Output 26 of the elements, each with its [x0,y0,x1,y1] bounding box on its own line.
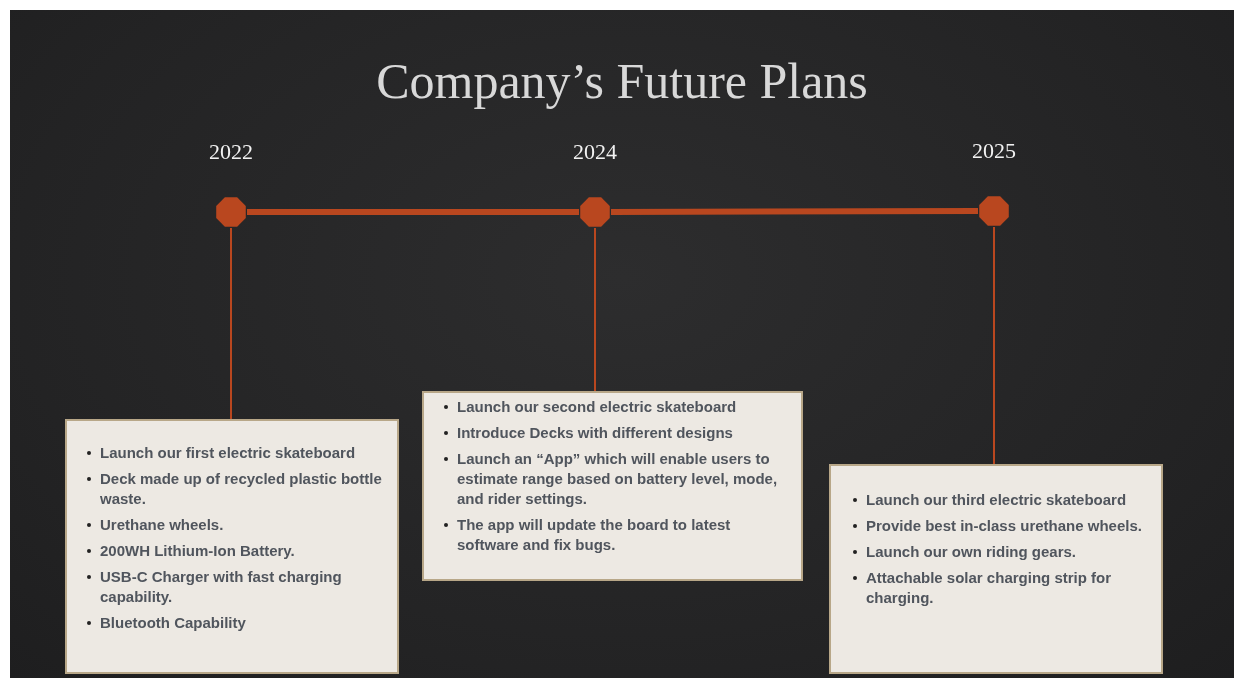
bullet-item: 200WH Lithium-Ion Battery. [85,541,383,561]
connector-line [230,227,232,420]
year-label: 2022 [209,139,253,165]
connector-line [594,227,596,392]
year-label: 2025 [972,138,1016,164]
bullet-item: Introduce Decks with different designs [442,423,787,443]
bullet-item: Launch our third electric skateboard [851,490,1151,510]
bullet-item: Provide best in-class urethane wheels. [851,516,1151,536]
bullet-item: Launch our second electric skateboard [442,397,787,417]
bullet-item: Attachable solar charging strip for charging. [851,568,1151,608]
timeline-bar [247,209,579,215]
bullet-item: Launch an “App” which will enable users to estimate range based on battery level, mode, and rider settings. [442,449,787,509]
milestone-card [422,391,803,581]
bullet-item: Launch our first electric skateboard [85,443,383,463]
milestone-card [65,419,399,674]
timeline-bar [611,208,978,215]
bullet-item: Launch our own riding gears. [851,542,1151,562]
bullet-item: Bluetooth Capability [85,613,383,633]
year-label: 2024 [573,139,617,165]
connector-line [993,226,995,465]
milestone-card [829,464,1163,674]
title: Company’s Future Plans [375,52,869,110]
bullet-item: USB-C Charger with fast charging capability. [85,567,383,607]
bullet-item: The app will update the board to latest software and fix bugs. [442,515,787,555]
bullet-item: Urethane wheels. [85,515,383,535]
bullet-item: Deck made up of recycled plastic bottle waste. [85,469,383,509]
